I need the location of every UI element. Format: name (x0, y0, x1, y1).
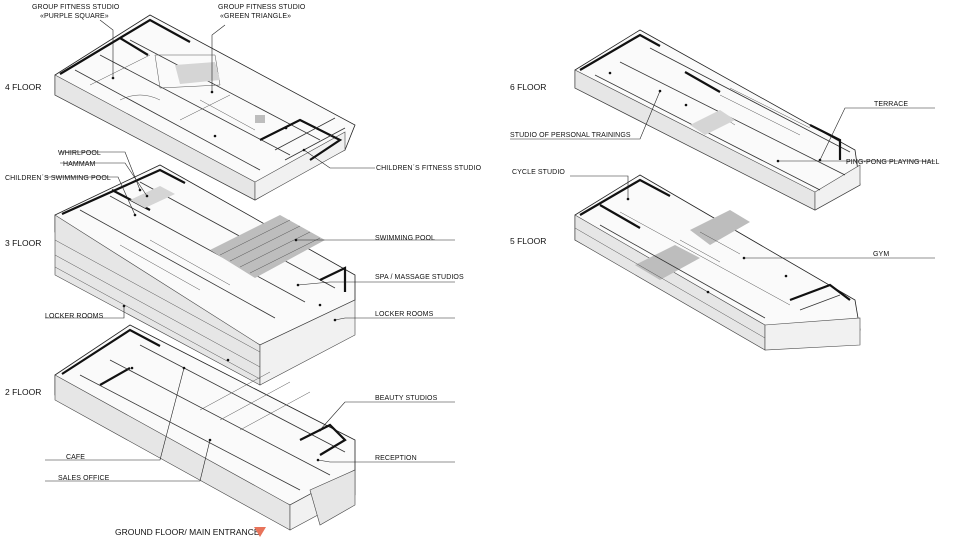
floor4-label: 4 FLOOR (5, 82, 41, 92)
leader-lines (45, 19, 935, 482)
annotation-group-fitness-green-line1: GROUP FITNESS STUDIO (218, 4, 306, 11)
annotation-terrace: TERRACE (874, 101, 908, 108)
annotation-group-fitness-purple-line2: «PURPLE SQUARE» (40, 13, 109, 20)
annotation-childrens-swimming-pool: CHILDREN´S SWIMMING POOL (5, 175, 111, 182)
floor4-plan (54, 14, 356, 201)
floor3-label: 3 FLOOR (5, 238, 41, 248)
annotation-swimming-pool: SWIMMING POOL (375, 235, 435, 242)
annotation-group-fitness-purple-line1: GROUP FITNESS STUDIO (32, 4, 120, 11)
entrance-arrow-icon (254, 527, 266, 537)
annotation-spa-massage-studios: SPA / MASSAGE STUDIOS (375, 274, 464, 281)
floor6-plan (574, 29, 861, 211)
annotation-hammam: HAMMAM (63, 161, 96, 168)
annotation-studio-personal-trainings: STUDIO OF PERSONAL TRAININGS (510, 132, 631, 139)
floor3-plan (54, 164, 356, 386)
annotation-locker-rooms-left: LOCKER ROOMS (45, 313, 104, 320)
annotation-cycle-studio: CYCLE STUDIO (512, 169, 565, 176)
annotation-beauty-studios: BEAUTY STUDIOS (375, 395, 438, 402)
annotation-gym: GYM (873, 251, 889, 258)
annotation-reception: RECEPTION (375, 455, 417, 462)
annotation-sales-office: SALES OFFICE (58, 475, 110, 482)
annotation-ping-pong-hall: PING-PONG PLAYING HALL (846, 159, 939, 166)
ground-floor-entrance-label: GROUND FLOOR/ MAIN ENTRANCE (115, 527, 260, 537)
floor6-label: 6 FLOOR (510, 82, 546, 92)
floor2-plan (54, 324, 356, 531)
annotation-locker-rooms-right: LOCKER ROOMS (375, 311, 434, 318)
annotation-group-fitness-green-line2: «GREEN TRIANGLE» (220, 13, 291, 20)
annotation-cafe: CAFE (66, 454, 85, 461)
annotation-childrens-fitness-studio: CHILDREN´S FITNESS STUDIO (376, 165, 482, 172)
floor5-plan (574, 174, 861, 351)
floor2-label: 2 FLOOR (5, 387, 41, 397)
annotation-whirlpool: WHIRLPOOL (58, 150, 101, 157)
floor5-label: 5 FLOOR (510, 236, 546, 246)
